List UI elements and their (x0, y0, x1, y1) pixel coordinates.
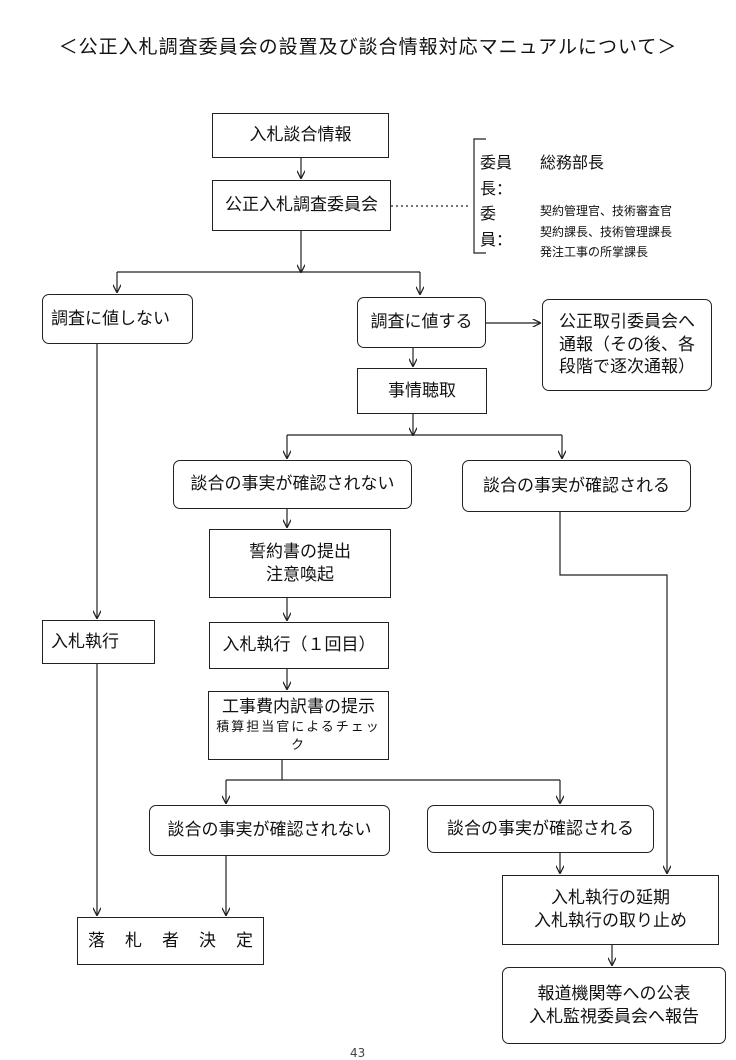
investigate-label: 調査に値する (370, 312, 473, 333)
report-line-2: 入札監視委員会へ報告 (529, 1006, 699, 1027)
committee-box: 公正入札調査委員会 (212, 180, 391, 231)
ftc-line-1: 公正取引委員会へ (559, 311, 695, 332)
bid-exec-left-box: 入札執行 (42, 620, 155, 664)
page-title: ＜公正入札調査委員会の設置及び談合情報対応マニュアルについて＞ (58, 36, 678, 58)
cost-line-1: 工事費内訳書の提示 (222, 697, 375, 718)
no-investigation-label: 調査に値しない (51, 308, 170, 329)
not-confirmed-2-box: 談合の事実が確認されない (149, 805, 390, 856)
confirmed-2-box: 談合の事実が確認される (427, 805, 654, 853)
postpone-line-2: 入札執行の取り止め (534, 911, 687, 931)
chair-label: 委員長： (480, 153, 513, 198)
ftc-report-box: 公正取引委員会へ 通報（その後、各 段階で逐次通報） (542, 299, 712, 391)
ftc-line-3: 段階で逐次通報） (559, 357, 695, 378)
pledge-line-2: 注意喚起 (266, 564, 334, 585)
info-box: 入札談合情報 (212, 113, 389, 158)
bid-exec-first-label: 入札執行（１回目） (222, 635, 376, 656)
postpone-box: 入札執行の延期 入札執行の取り止め (502, 875, 719, 945)
pledge-line-1: 誓約書の提出 (249, 541, 351, 562)
committee-label: 公正入札調査委員会 (225, 195, 378, 216)
no-investigation-box: 調査に値しない (42, 294, 193, 344)
winner-box: 落札者決定 (77, 917, 264, 965)
confirmed-2-label: 談合の事実が確認される (447, 818, 634, 839)
chair-value: 総務部長 (540, 153, 605, 172)
investigate-box: 調査に値する (357, 297, 486, 348)
cost-breakdown-box: 工事費内訳書の提示 積算担当官によるチェック (208, 691, 389, 760)
cost-line-2: 積算担当官によるチェック (216, 720, 381, 753)
not-confirmed-1-box: 談合の事実が確認されない (173, 460, 412, 509)
member-line: 発注工事の所掌課長 (540, 244, 649, 259)
member-line: 契約管理官、技術審査官 (540, 204, 673, 219)
confirmed-1-label: 談合の事実が確認される (483, 475, 670, 496)
hearing-label: 事情聴取 (388, 380, 456, 401)
ftc-line-2: 通報（その後、各 (559, 334, 695, 355)
committee-members: 委員長： 総務部長 委 員： 契約管理官、技術審査官 契約課長、技術管理課長 発… (480, 150, 672, 262)
confirmed-1-box: 談合の事実が確認される (462, 460, 691, 512)
winner-label: 落札者決定 (88, 930, 273, 951)
bid-exec-first-box: 入札執行（１回目） (209, 622, 389, 669)
bid-exec-left-label: 入札執行 (51, 631, 119, 652)
hearing-box: 事情聴取 (357, 368, 487, 414)
not-confirmed-2-label: 談合の事実が確認されない (167, 820, 372, 841)
member-line: 契約課長、技術管理課長 (540, 224, 673, 239)
postpone-line-1: 入札執行の延期 (551, 888, 670, 909)
member-label: 委 員： (480, 204, 513, 249)
info-label: 入札談合情報 (249, 125, 352, 146)
report-box: 報道機関等への公表 入札監視委員会へ報告 (502, 967, 726, 1044)
report-line-1: 報道機関等への公表 (537, 983, 691, 1004)
pledge-box: 誓約書の提出 注意喚起 (209, 529, 391, 598)
page-number: 43 (350, 1046, 366, 1060)
not-confirmed-1-label: 談合の事実が確認されない (190, 474, 395, 495)
